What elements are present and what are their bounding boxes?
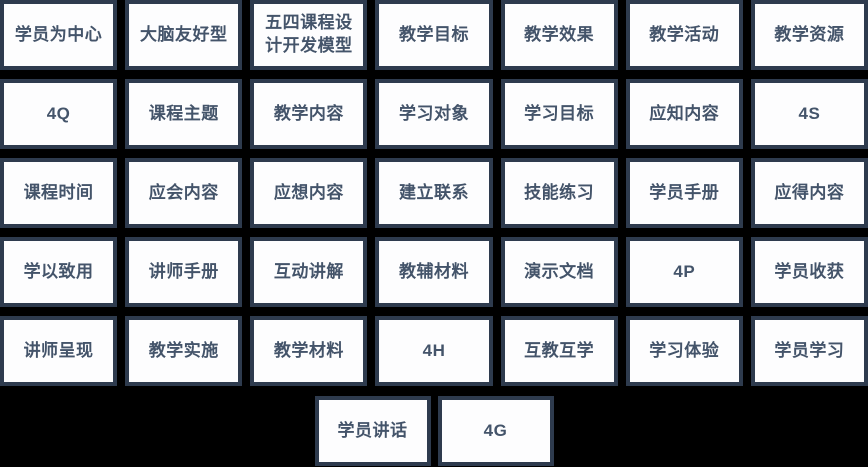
card-label: 教学目标 xyxy=(398,24,469,44)
card-label: 4P xyxy=(673,261,696,281)
card-label: 演示文档 xyxy=(524,261,595,281)
card[interactable]: 教学实施 xyxy=(125,316,243,386)
card-label: 教学实施 xyxy=(148,340,219,360)
card-label: 教学活动 xyxy=(649,24,720,44)
card-label: 教学效果 xyxy=(524,24,595,44)
card[interactable]: 互动讲解 xyxy=(250,237,368,307)
card-label: 建立联系 xyxy=(398,182,469,202)
card[interactable]: 学习目标 xyxy=(500,79,618,149)
card[interactable]: 学员讲话 xyxy=(314,396,431,466)
card[interactable]: 4Q xyxy=(0,79,118,149)
card[interactable]: 应会内容 xyxy=(125,158,243,228)
card-label: 应得内容 xyxy=(774,182,845,202)
card-label: 学以致用 xyxy=(23,261,94,281)
card[interactable]: 学员手册 xyxy=(625,158,743,228)
card[interactable]: 技能练习 xyxy=(500,158,618,228)
card[interactable]: 讲师手册 xyxy=(125,237,243,307)
card[interactable]: 教学效果 xyxy=(500,0,618,70)
card-label: 教学材料 xyxy=(273,340,344,360)
card[interactable]: 建立联系 xyxy=(375,158,493,228)
card[interactable]: 学以致用 xyxy=(0,237,118,307)
card-label: 应知内容 xyxy=(649,103,720,123)
card-label: 技能练习 xyxy=(524,182,595,202)
card[interactable]: 教学目标 xyxy=(375,0,493,70)
card[interactable]: 教学内容 xyxy=(250,79,368,149)
card-label: 课程主题 xyxy=(148,103,219,123)
card[interactable]: 课程时间 xyxy=(0,158,118,228)
card-label: 教辅材料 xyxy=(398,261,469,281)
card-label: 互教互学 xyxy=(524,340,595,360)
card[interactable]: 4S xyxy=(750,79,868,149)
card-label: 学员学习 xyxy=(774,340,845,360)
card-label: 4H xyxy=(422,340,446,360)
card-label: 教学资源 xyxy=(774,24,845,44)
card[interactable]: 学员为中心 xyxy=(0,0,118,70)
card[interactable]: 教辅材料 xyxy=(375,237,493,307)
card-label: 大脑友好型 xyxy=(139,24,228,44)
card-label: 课程时间 xyxy=(23,182,94,202)
card[interactable]: 4H xyxy=(375,316,493,386)
card[interactable]: 应想内容 xyxy=(250,158,368,228)
card-label: 学员收获 xyxy=(774,261,845,281)
card[interactable]: 学员收获 xyxy=(750,237,868,307)
card[interactable]: 教学资源 xyxy=(750,0,868,70)
card-label: 互动讲解 xyxy=(273,261,344,281)
card-label: 应会内容 xyxy=(148,182,219,202)
card-label: 学员讲话 xyxy=(337,420,408,440)
card-label: 讲师呈现 xyxy=(23,340,94,360)
card[interactable]: 应知内容 xyxy=(625,79,743,149)
card-grid: 学员为中心 大脑友好型 五四课程设计开发模型 教学目标 教学效果 教学活动 教学资源 4Q 课程… xyxy=(0,0,868,386)
card[interactable]: 教学材料 xyxy=(250,316,368,386)
card[interactable]: 讲师呈现 xyxy=(0,316,118,386)
card-label: 应想内容 xyxy=(273,182,344,202)
card[interactable]: 4G xyxy=(437,396,554,466)
card-label: 4S xyxy=(798,103,821,123)
card-label: 学习目标 xyxy=(524,103,595,123)
card[interactable]: 课程主题 xyxy=(125,79,243,149)
card[interactable]: 五四课程设计开发模型 xyxy=(250,0,368,70)
card[interactable]: 互教互学 xyxy=(500,316,618,386)
card-label: 学习对象 xyxy=(398,103,469,123)
card-label: 五四课程设计开发模型 xyxy=(265,13,353,55)
bottom-row: 学员讲话 4G xyxy=(0,396,868,466)
card[interactable]: 学员学习 xyxy=(750,316,868,386)
card[interactable]: 4P xyxy=(625,237,743,307)
card-label: 讲师手册 xyxy=(148,261,219,281)
card[interactable]: 应得内容 xyxy=(750,158,868,228)
card-label: 学员为中心 xyxy=(14,24,103,44)
card[interactable]: 学习体验 xyxy=(625,316,743,386)
card[interactable]: 演示文档 xyxy=(500,237,618,307)
card-label: 学员手册 xyxy=(649,182,720,202)
card-label: 4G xyxy=(483,420,508,440)
card[interactable]: 大脑友好型 xyxy=(125,0,243,70)
card[interactable]: 学习对象 xyxy=(375,79,493,149)
card-label: 学习体验 xyxy=(649,340,720,360)
card-label: 教学内容 xyxy=(273,103,344,123)
card[interactable]: 教学活动 xyxy=(625,0,743,70)
card-label: 4Q xyxy=(46,103,71,123)
